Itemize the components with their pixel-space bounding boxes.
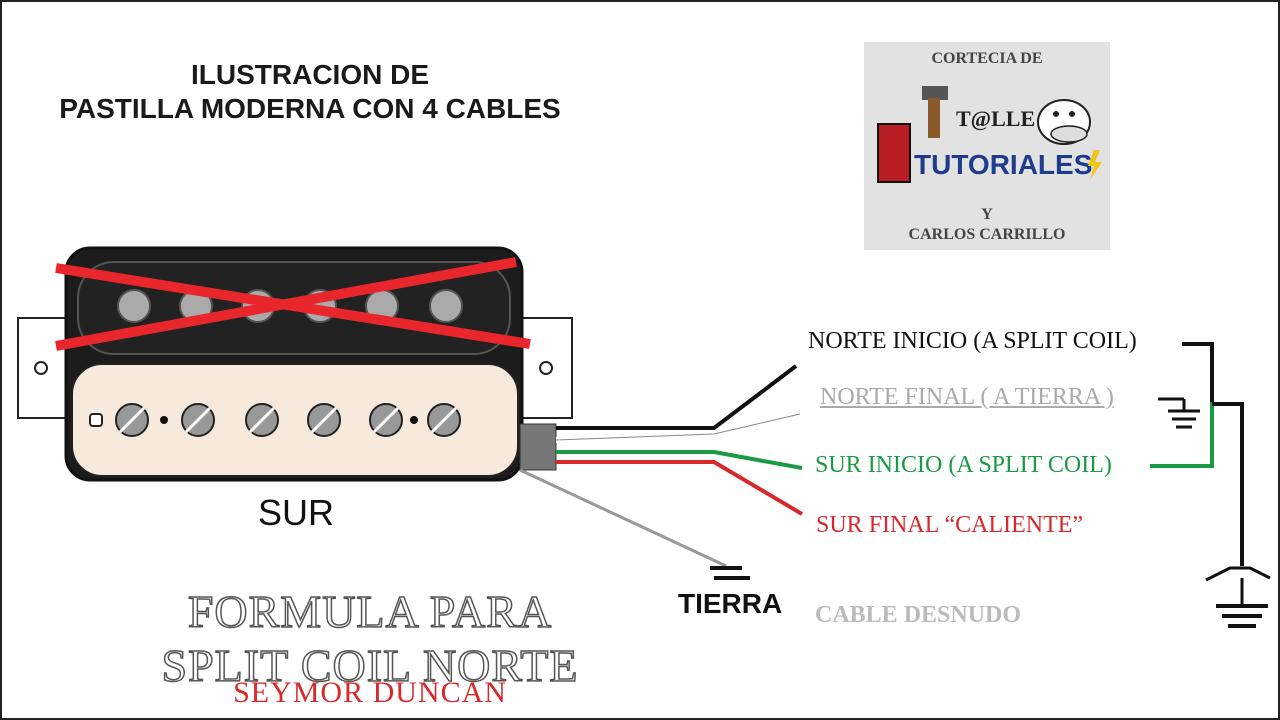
credit-box: CORTECIA DE T@LLE TUTORIALES Y CARLOS CA…: [864, 42, 1110, 250]
north-pole-piece: [117, 289, 151, 323]
formula-line-2: SPLIT COIL NORTE: [161, 639, 579, 692]
split-switch-icon: [1205, 566, 1271, 604]
ground-symbol-icon: [710, 566, 750, 580]
left-screw-hole-icon: [34, 361, 48, 375]
dot-icon: [160, 416, 168, 424]
right-screw-hole-icon: [539, 361, 553, 375]
wire-black: [556, 364, 798, 430]
dot-icon: [410, 416, 418, 424]
logo-block-letter-icon: [877, 123, 911, 183]
formula-heading: FORMULA PARA SPLIT COIL NORTE: [150, 585, 590, 693]
sur-inicio-label: SUR INICIO (A SPLIT COIL): [815, 452, 1112, 478]
cable-sleeve: [519, 423, 557, 471]
north-pole-piece: [429, 289, 463, 323]
split-ground-icon: [1216, 604, 1268, 628]
wire-red: [556, 460, 804, 516]
credit-top-text: CORTECIA DE: [931, 50, 1043, 67]
norte-final-label: NORTE FINAL ( A TIERRA ): [820, 384, 1114, 410]
norte-final-ground-icon: [1158, 397, 1200, 429]
credit-name-text: CARLOS CARRILLO: [908, 226, 1066, 243]
hammer-head-icon: [922, 86, 948, 100]
south-pole-screws: [89, 403, 461, 437]
brand-label: SEYMOR DUNCAN: [233, 676, 507, 709]
credit-and-text: Y: [981, 206, 993, 223]
split-switch-lead: [1212, 402, 1244, 566]
wire-bare: [519, 468, 727, 568]
lightning-bolt-icon: [1088, 150, 1102, 180]
logo-line-2: TUTORIALES: [914, 149, 1092, 180]
title-line-1: ILUSTRACION DE: [191, 59, 429, 90]
wire-green: [556, 450, 803, 470]
red-cross-mark-icon: [55, 257, 531, 351]
small-screw-icon: [89, 413, 103, 427]
sur-label: SUR: [258, 492, 335, 533]
norte-inicio-label: NORTE INICIO (A SPLIT COIL): [808, 328, 1137, 354]
sur-final-label: SUR FINAL “CALIENTE”: [816, 512, 1084, 538]
wire-white-edge: [555, 413, 801, 441]
norte-inicio-link-wire: [1182, 342, 1214, 466]
cable-desnudo-label: CABLE DESNUDO: [815, 602, 1022, 628]
sur-inicio-link-wire: [1150, 402, 1244, 566]
logo-line-1: T@LLE: [956, 106, 1035, 131]
south-coil: [71, 363, 519, 477]
title-line-2: PASTILLA MODERNA CON 4 CABLES: [59, 93, 561, 124]
talle-tutoriales-logo: T@LLE TUTORIALES: [877, 86, 1102, 183]
tierra-label: TIERRA: [678, 588, 783, 619]
diagram-title: ILUSTRACION DE PASTILLA MODERNA CON 4 CA…: [20, 58, 600, 126]
formula-line-1: FORMULA PARA: [187, 585, 553, 638]
hammer-handle-icon: [928, 98, 940, 138]
